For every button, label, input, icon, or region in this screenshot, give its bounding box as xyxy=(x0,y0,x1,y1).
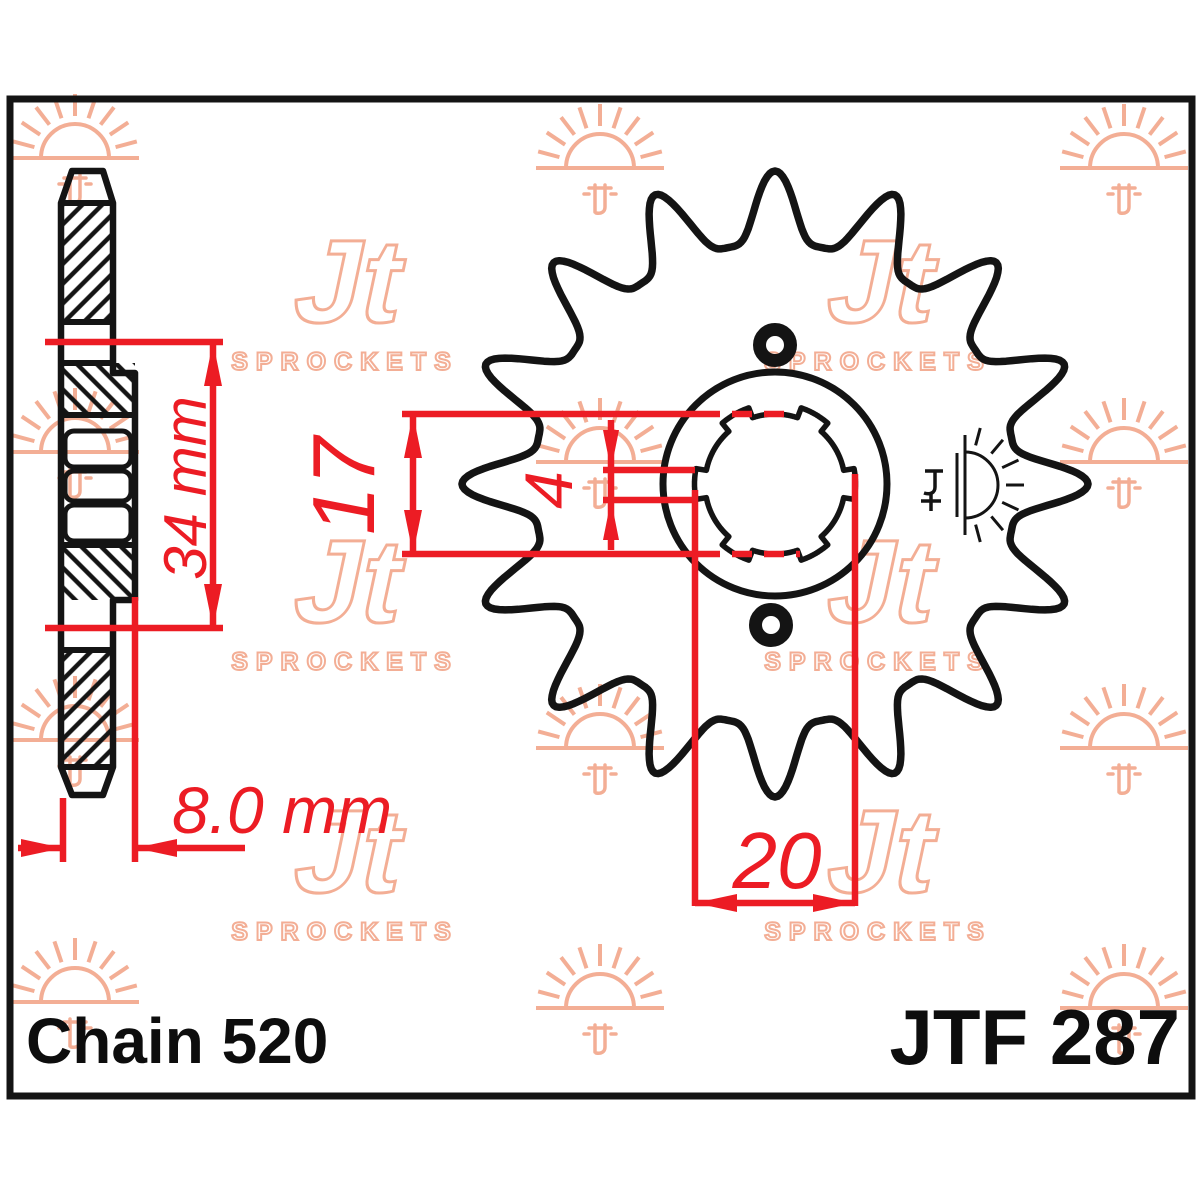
hatch-hub-bottom xyxy=(61,545,135,600)
svg-text:Jt: Jt xyxy=(817,216,950,348)
sprockets-watermark-text: SPROCKETS xyxy=(231,348,459,376)
dimension-lines-layer xyxy=(18,338,859,912)
dimension-label-hub-offset: 8.0 mm xyxy=(172,773,392,847)
sun-watermark-icon xyxy=(1060,104,1188,215)
sun-watermark-icon xyxy=(11,938,139,1049)
sun-watermark-icon xyxy=(536,684,664,795)
jt-logo-mark-small xyxy=(921,427,1024,543)
dimension-label-overall-width: 34 mm xyxy=(152,396,219,579)
sprocket-teeth-outline xyxy=(458,167,1092,801)
hatch-tooth-bottom xyxy=(61,650,113,767)
sprockets-watermark-text: SPROCKETS xyxy=(764,918,992,946)
dimension-label-spline-depth: 4 xyxy=(511,471,587,509)
dimension-label-bore-height: 17 xyxy=(294,434,393,535)
bolt-hole xyxy=(749,603,793,647)
chain-roller-section xyxy=(62,428,134,470)
svg-text:Jt: Jt xyxy=(817,786,950,918)
chain-size-label: Chain 520 xyxy=(26,1005,328,1077)
sprocket-hub-circle xyxy=(659,368,891,600)
bolt-hole xyxy=(753,323,797,367)
sun-watermark-icon xyxy=(11,94,139,205)
dimension-label-spline-width: 20 xyxy=(732,816,822,905)
chain-roller-section xyxy=(62,468,134,504)
svg-text:Jt: Jt xyxy=(817,516,950,648)
sun-watermark-icon xyxy=(1060,944,1188,1055)
sun-watermark-icon xyxy=(1060,398,1188,509)
chain-roller-section xyxy=(62,502,134,544)
spline-bore-outline xyxy=(691,405,859,563)
hatch-tooth-top xyxy=(61,203,113,322)
sun-watermark-icon xyxy=(536,944,664,1055)
sprockets-watermark-text: SPROCKETS xyxy=(231,918,459,946)
sprockets-watermark-text: SPROCKETS xyxy=(231,648,459,676)
svg-text:Jt: Jt xyxy=(284,216,417,348)
sun-watermark-icon xyxy=(1060,684,1188,795)
drawing-frame-border xyxy=(6,95,1196,1100)
sprockets-watermark-text: SPROCKETS xyxy=(764,648,992,676)
sprocket-front-view xyxy=(458,167,1092,801)
sun-watermark-icon xyxy=(536,104,664,215)
part-number-label: JTF 287 xyxy=(890,993,1180,1081)
sprocket-side-cross-section xyxy=(57,167,139,799)
